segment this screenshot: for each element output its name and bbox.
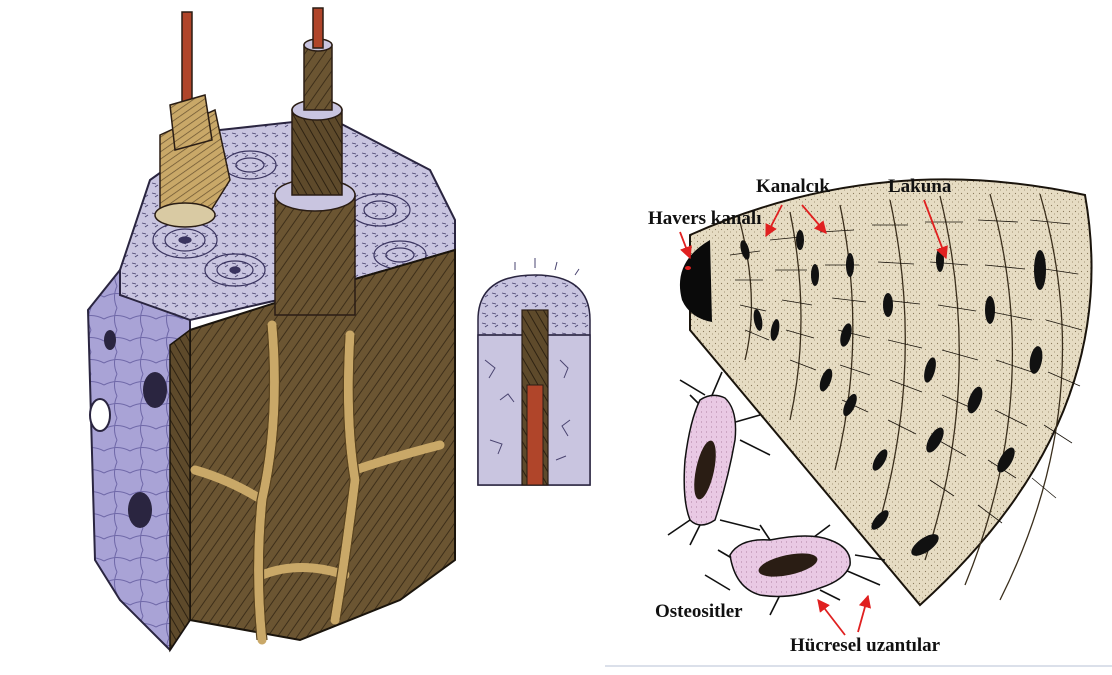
arrow-hucresel-2 <box>858 596 868 632</box>
label-kanalcik: Kanalcık <box>756 176 830 197</box>
compact-bone-block <box>88 8 455 650</box>
twisted-lamella-column <box>155 12 230 227</box>
label-hucresel-uzantilar: Hücresel uzantılar <box>790 635 941 656</box>
arrow-hucresel-1 <box>818 600 845 635</box>
osteon-wedge <box>680 179 1092 605</box>
label-lakuna: Lakuna <box>888 176 952 197</box>
label-havers-kanali: Havers kanalı <box>648 208 761 229</box>
arrow-havers <box>680 232 690 258</box>
havers-canal <box>680 240 712 322</box>
label-osteositler: Osteositler <box>655 601 743 622</box>
osteon-detail <box>478 258 590 485</box>
inner-lamella-face <box>170 330 190 650</box>
